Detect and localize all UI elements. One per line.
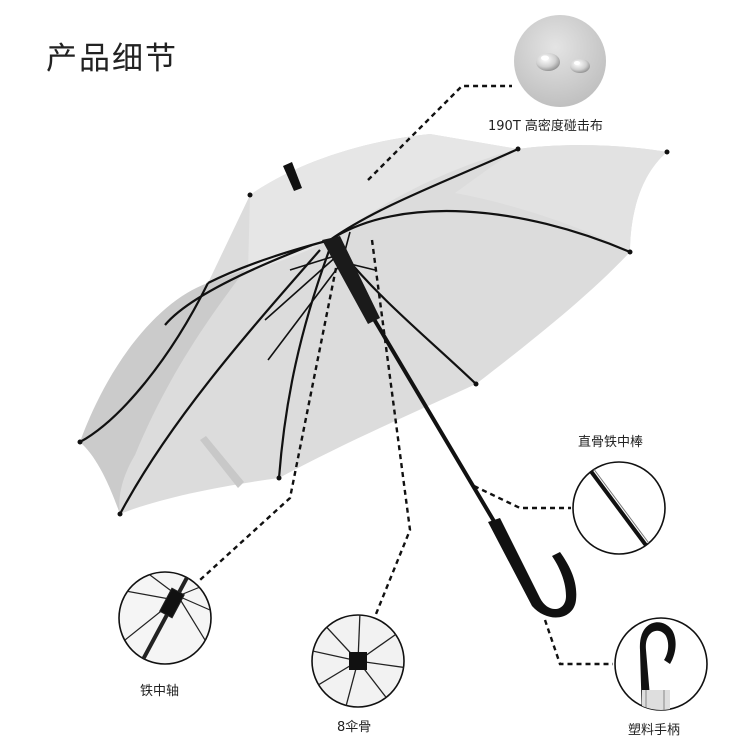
canopy-panel-left [80,270,245,514]
detail-ribs [311,614,405,708]
callout-label-shaft: 铁中轴 [140,684,180,699]
canopy-panel-upper [248,134,518,272]
canopy-body [80,134,667,514]
callout-label-rod: 直骨铁中棒 [578,435,644,450]
rib-tips [77,146,670,517]
detail-handle [614,617,708,711]
page-title: 产品细节 [46,41,178,77]
leader-line-shaft [199,267,338,581]
canopy-strap [200,436,244,488]
detail-fabric [514,15,606,107]
callout-label-fabric: 190T 高密度碰击布 [488,119,603,134]
leader-line-handle [543,619,613,666]
umbrella-canopy [77,134,670,517]
canopy-panel-right [455,145,667,252]
callout-label-handle: 塑料手柄 [628,723,681,738]
umbrella-top-tip [283,162,302,191]
canopy-rib-edges [79,147,631,515]
leader-line-rod [473,484,571,510]
umbrella-shaft [322,236,577,618]
detail-rod [572,461,666,555]
callout-label-ribs: 8伞骨 [337,720,372,735]
detail-shaft [118,571,212,665]
leader-line-ribs [370,239,412,615]
leader-lines [199,84,613,666]
leader-line-fabric [367,84,512,181]
